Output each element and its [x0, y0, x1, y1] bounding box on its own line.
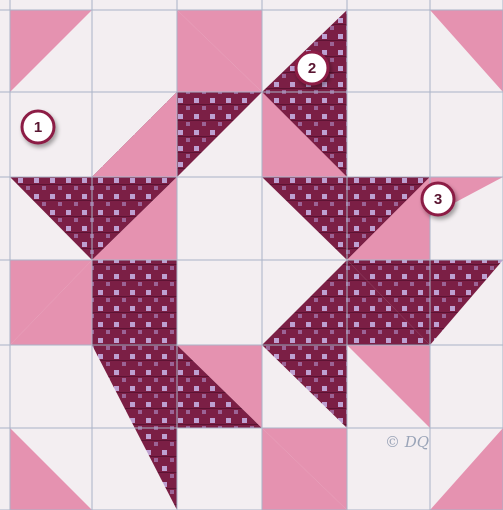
badge-3-label: 3 — [434, 191, 442, 208]
badge-1-label: 1 — [34, 119, 42, 136]
badge-2: 2 — [296, 52, 328, 84]
badge-3: 3 — [422, 183, 454, 215]
signature-mark: © DQ — [385, 433, 429, 451]
badge-2-label: 2 — [308, 60, 316, 77]
badge-1: 1 — [22, 111, 54, 143]
plaid-ring-segment-11 — [92, 260, 177, 345]
